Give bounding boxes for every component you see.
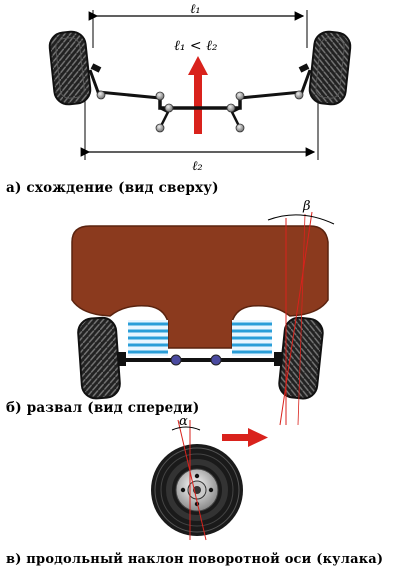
- direction-arrow: [188, 56, 208, 134]
- ball-joints: [96, 90, 304, 133]
- camber-diagram: β: [71, 199, 335, 426]
- pivot-left: [170, 354, 182, 366]
- camber-tilt-line: [279, 211, 313, 426]
- caption-toe: а) схождение (вид сверху): [6, 180, 219, 196]
- label-beta: β: [302, 199, 311, 214]
- label-alpha: α: [179, 414, 188, 429]
- right-spring: [232, 320, 272, 356]
- relation-text: ℓ₁ < ℓ₂: [174, 38, 218, 54]
- car-body: [71, 225, 329, 349]
- caster-angle-arc: [171, 426, 201, 431]
- caster-diagram: α: [151, 414, 268, 541]
- caster-direction-arrow: [222, 428, 268, 447]
- toe-diagram: ℓ₁ ℓ₂ ℓ₁ < ℓ₂: [48, 2, 352, 174]
- label-l2: ℓ₂: [192, 159, 203, 174]
- right-wheel-front-view: [278, 316, 324, 400]
- left-wheel-front-view: [77, 316, 121, 400]
- caster-tilt-line: [177, 419, 207, 541]
- wheel-side-view: [151, 444, 243, 536]
- camber-angle-arc: [267, 214, 335, 225]
- caption-camber: б) развал (вид спереди): [6, 400, 200, 416]
- right-front-wheel: [308, 30, 352, 106]
- pivot-right: [210, 354, 222, 366]
- caption-caster: в) продольный наклон поворотной оси (кул…: [6, 552, 384, 567]
- label-l1: ℓ₁: [190, 2, 201, 17]
- left-spring: [128, 320, 168, 356]
- left-front-wheel: [48, 30, 92, 106]
